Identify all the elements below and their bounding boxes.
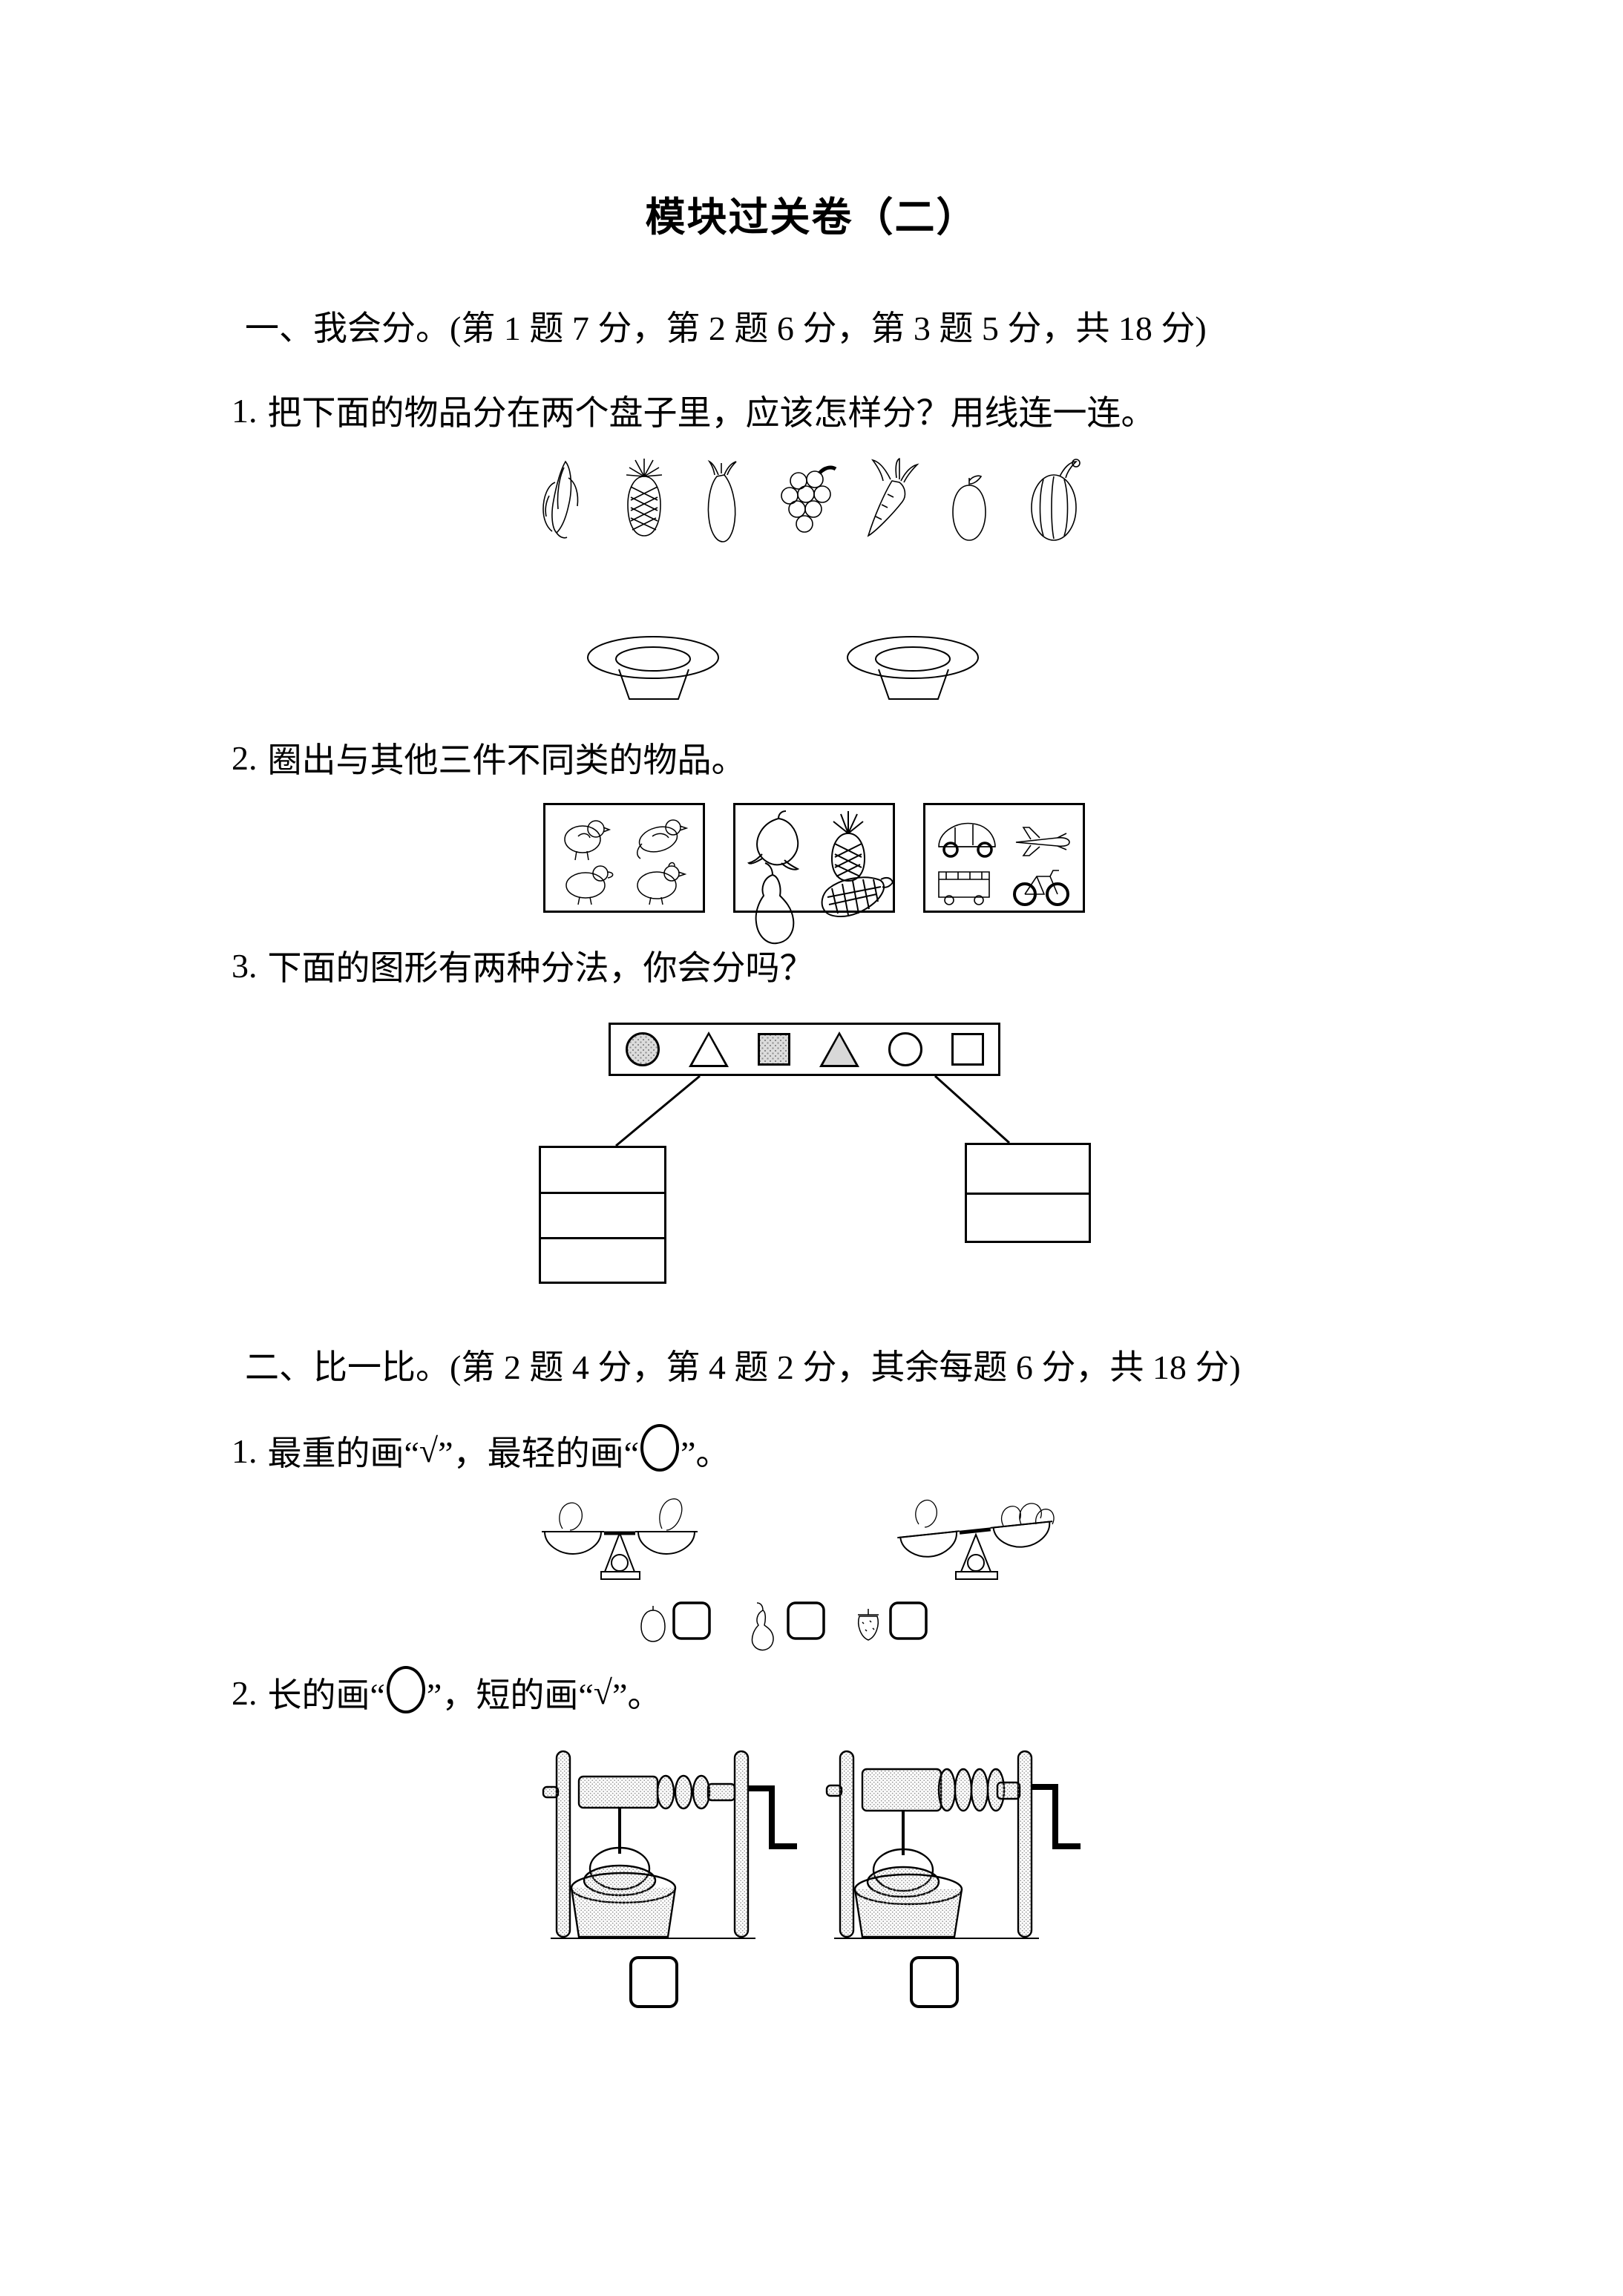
balance-scale-right [897,1499,1055,1580]
shape-square-white [951,1033,984,1066]
strawberry-icon [858,1609,879,1641]
checkbox [889,1601,928,1640]
apple-icon [952,475,986,541]
question-text: 下面的图形有两种分法，你会分吗？ [267,949,814,987]
q2-well-row [536,1742,1081,1965]
question-text-part: ”，短的画“ [426,1676,594,1714]
q2-answer-box-left[interactable] [629,1956,678,2008]
duck-icon [565,865,614,905]
q3-connector-lines [519,1075,1113,1149]
row-divider [967,1193,1089,1195]
grapes-icon [781,465,837,533]
question-text: 把下面的物品分在两个盘子里，应该怎样分？用线连一连。 [267,394,1155,432]
car-icon [938,822,996,858]
q3-left-answer-box[interactable] [539,1146,666,1284]
plate-icon [847,636,979,700]
plane-icon [1015,827,1070,856]
check-glyph: √ [593,1673,613,1711]
question-text-part: ”。 [681,1434,730,1472]
question-number: 2. [232,1673,258,1712]
q1-plate-row [586,628,1061,709]
circle-glyph [386,1666,425,1713]
shape-circle-shaded [625,1032,660,1066]
apple-icon [640,1606,666,1642]
chicken-icon [637,862,687,905]
bicycle-icon [1013,870,1069,906]
question-2-1: 1. 最重的画“ √ ”，最轻的画“ ”。 [232,1424,730,1475]
section-heading-1: 一、我会分。(第 1 题 7 分，第 2 题 6 分，第 3 题 5 分，共 1… [245,309,1207,347]
row-divider [541,1192,664,1194]
shape-circle-white [888,1032,922,1066]
question-2-2: 2. 长的画“ ”，短的画“ √ ”。 [232,1666,662,1717]
q2-picture-box-2[interactable] [733,803,895,945]
corn-icon [821,876,894,918]
eggplant-icon [707,459,737,542]
question-1-1: 1. 把下面的物品分在两个盘子里，应该怎样分？用线连一连。 [232,386,1155,435]
question-1-3: 3. 下面的图形有两种分法，你会分吗？ [232,941,814,990]
q2-answer-box-right[interactable] [910,1956,959,2008]
bus-icon [938,871,990,905]
question-number: 3. [232,946,258,985]
chick-icon [564,820,612,861]
q2-picture-box-1[interactable] [543,803,705,913]
question-text-part: 最重的画“ [267,1434,419,1472]
well-winch-right [825,1750,1081,1939]
question-number: 1. [232,1431,258,1470]
q2-picture-box-3[interactable] [923,803,1085,913]
plate-icon [587,636,719,700]
pear-icon [755,862,795,945]
shape-triangle-shaded [819,1031,859,1067]
section-heading-2: 二、比一比。(第 2 题 4 分，第 4 题 2 分，其余每题 6 分，共 18… [245,1348,1241,1386]
check-glyph: √ [419,1431,439,1469]
watermelon-icon [1031,459,1081,541]
question-text-part: ”，最轻的画“ [438,1434,640,1472]
page-title: 模块过关卷（二） [645,195,978,240]
pineapple-icon [626,459,663,537]
pear-icon [751,1602,774,1651]
q1-item-row [519,454,1113,551]
shape-square-shaded [757,1033,790,1066]
peach-icon [747,810,800,870]
q3-right-answer-box[interactable] [965,1143,1091,1243]
question-text: 圈出与其他三件不同类的物品。 [267,741,746,779]
bird-icon [637,819,689,859]
question-text-part: ”。 [612,1676,662,1714]
question-number: 2. [232,738,258,777]
question-text-part: 长的画“ [267,1676,385,1714]
pineapple-icon [830,811,866,882]
circle-glyph [640,1424,680,1472]
q1-choice-row [586,1597,950,1651]
row-divider [541,1237,664,1239]
q3-shape-strip [609,1023,1000,1076]
question-1-2: 2. 圈出与其他三件不同类的物品。 [232,733,746,782]
shape-triangle-white [688,1031,729,1067]
carrot-icon [867,457,919,537]
balance-scale-left [542,1498,698,1580]
checkbox [672,1601,711,1640]
corn-icon [542,460,579,539]
q1-balance-scales [519,1495,1113,1598]
checkbox [787,1601,825,1640]
question-number: 1. [232,391,258,430]
well-winch-left [542,1750,797,1939]
